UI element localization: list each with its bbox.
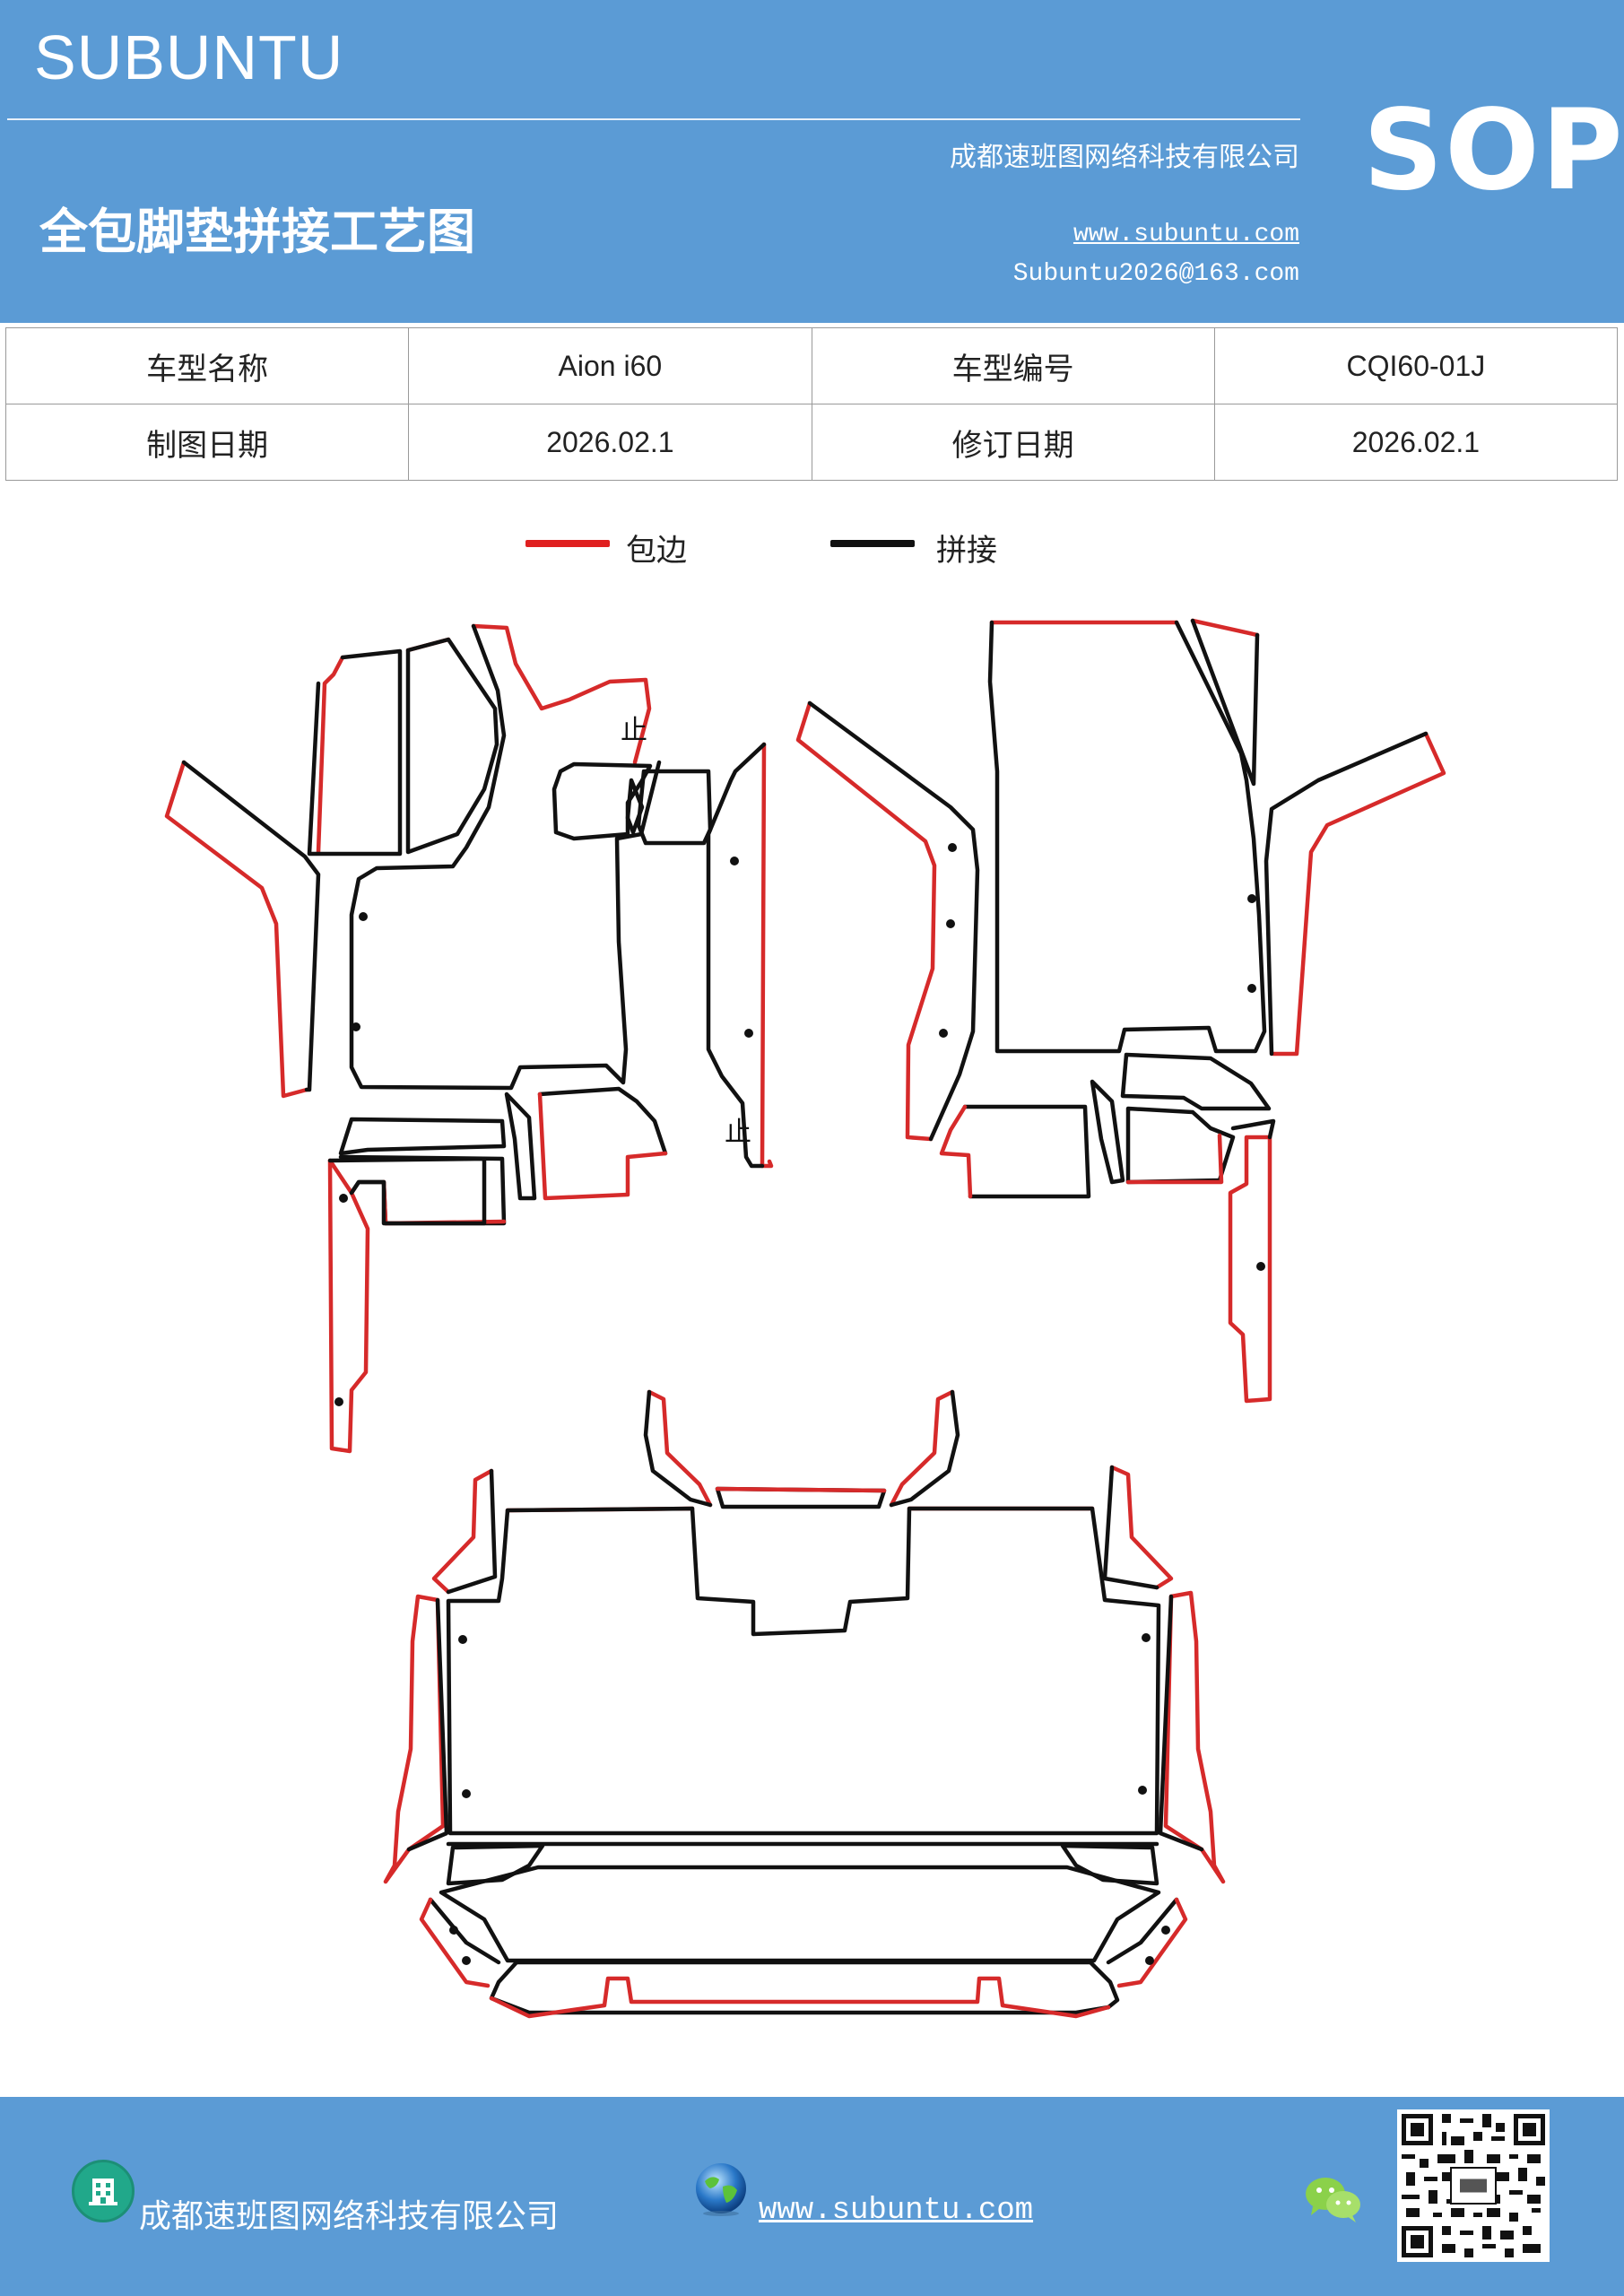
floor-mat-diagram: 止 止 [164,618,1446,2019]
label-model-name: 车型名称 [4,327,410,404]
legend-label-seam: 拼接 [936,533,997,569]
document-title: 全包脚垫拼接工艺图 [39,203,475,260]
stop-mark: 止 [621,715,647,746]
header-divider [7,118,1300,120]
left-front-mat [164,623,774,1454]
legend-label-edge: 包边 [626,533,687,569]
legend-swatch-seam [830,540,915,547]
footer-company-name: 成都速班图网络科技有限公司 [139,2198,560,2235]
rivet-dots [334,843,1265,1965]
value-model-name: Aion i60 [408,327,812,404]
label-revision-date: 修订日期 [811,404,1215,481]
website-link[interactable]: www.subuntu.com [1073,221,1299,248]
stop-mark: 止 [725,1117,751,1148]
legend: 包边 拼接 [0,520,1624,574]
table-row: 制图日期 2026.02.1 修订日期 2026.02.1 [4,404,1619,481]
header-banner: SUBUNTU SOP 成都速班图网络科技有限公司 全包脚垫拼接工艺图 www.… [0,0,1624,323]
email-address: Subuntu2026@163.com [1012,260,1299,288]
value-draw-date: 2026.02.1 [408,404,812,481]
qr-code[interactable] [1397,2109,1550,2262]
label-model-code: 车型编号 [811,327,1215,404]
brand-name: SUBUNTU [34,22,344,92]
rear-mat [383,1389,1226,2019]
footer-banner: 成都速班图网络科技有限公司 www.subuntu.com [0,2097,1624,2296]
company-name: 成都速班图网络科技有限公司 [950,142,1299,173]
wechat-icon[interactable] [1302,2172,1365,2226]
table-row: 车型名称 Aion i60 车型编号 CQI60-01J [4,327,1619,404]
right-front-mat [795,618,1446,1404]
value-model-code: CQI60-01J [1213,327,1619,404]
legend-swatch-edge [525,540,610,547]
building-icon [72,2160,135,2222]
vehicle-info-table: 车型名称 Aion i60 车型编号 CQI60-01J 制图日期 2026.0… [4,327,1619,481]
footer-website-link[interactable]: www.subuntu.com [759,2194,1034,2228]
value-revision-date: 2026.02.1 [1213,404,1619,481]
globe-icon [692,2160,750,2217]
sop-badge: SOP [1363,86,1624,215]
label-draw-date: 制图日期 [4,404,410,481]
